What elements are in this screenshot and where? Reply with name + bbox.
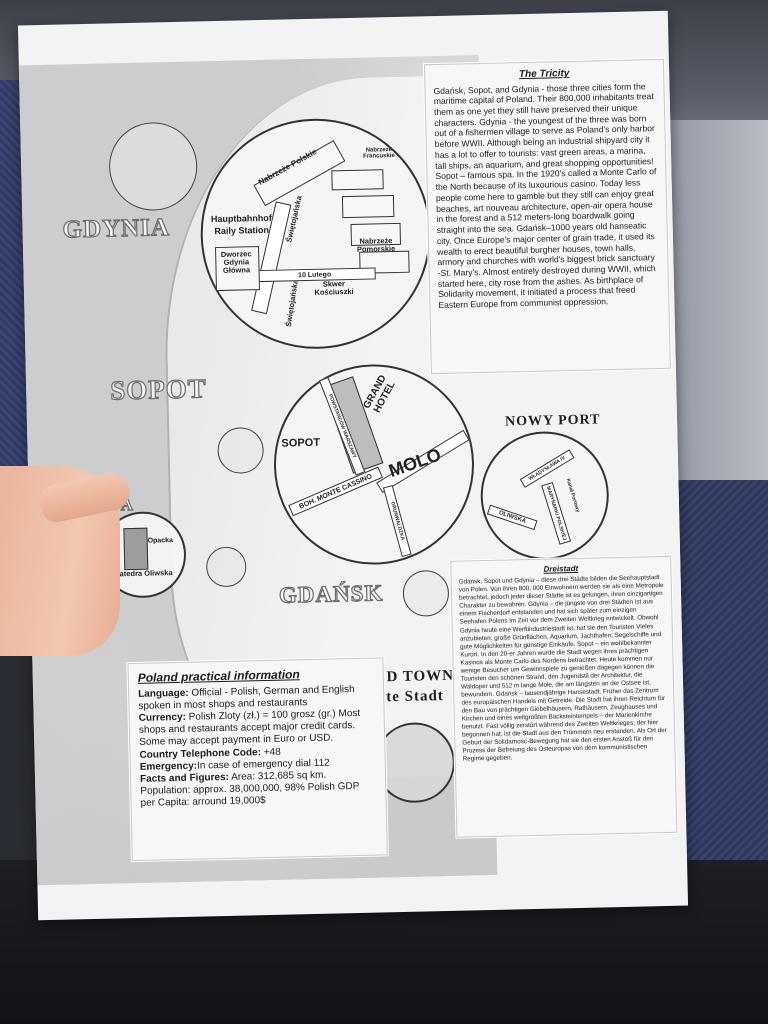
practical-title: Poland practical information: [137, 667, 300, 685]
label-kanal: Kanał Portowy: [564, 478, 581, 513]
cathedral-icon: [123, 527, 149, 571]
emergency-label: Emergency:: [139, 760, 198, 773]
language-label: Language:: [138, 687, 189, 700]
label-dworzec-gdynia: Dworzec Gdynia Główna: [220, 249, 252, 275]
label-opacka: Opacka: [147, 537, 174, 545]
practical-info-box: Poland practical information Language: O…: [127, 657, 388, 862]
label-grunwaldzka: GRUNWALDZKA: [389, 501, 406, 541]
facts-label: Facts and Figures:: [139, 771, 230, 785]
street-oliwska: OLIWSKA: [486, 504, 538, 531]
label-skwer-kosciuszki: Skwer Kościuszki: [314, 279, 354, 297]
label-hauptbahnhof: Hauptbahnhof: [210, 212, 272, 225]
tourist-map-leaflet: GDYNIA SOPOT GDAŃSK IWA NOWY PORT OLD TO…: [17, 10, 689, 921]
street-monte-cassino: BOH. MONTE CASSINO: [288, 466, 383, 517]
label-grand-hotel: GRAND HOTEL: [361, 373, 398, 415]
label-sopot: SOPOT: [281, 436, 321, 450]
label-oliwska: OLIWSKA: [497, 510, 527, 525]
city-label-gdynia: GDYNIA: [62, 213, 171, 244]
label-swietojanska-bottom: Świętojańska: [283, 279, 300, 328]
pier-block: [341, 195, 395, 219]
tricity-info-box: The Tricity Gdańsk, Sopot, and Gdynia - …: [423, 58, 671, 375]
label-wladyslawa: WŁADYSŁAWA IV: [527, 455, 567, 483]
dreistadt-info-box: Dreistadt Gdańsk, Sopot und Gdynia – die…: [450, 555, 678, 838]
label-monte-cassino: BOH. MONTE CASSINO: [298, 472, 374, 511]
label-nabrzeze-francuskie: Nabrzeże Francuskie: [363, 147, 395, 160]
label-nabrzeze-pomorskie: Nabrzeże Pomorskie: [356, 236, 396, 254]
dreistadt-text: Gdańsk, Sopot und Gdynia – diese drei St…: [458, 574, 667, 763]
phone-text: +48: [263, 746, 281, 758]
tricity-text: Gdańsk, Sopot, and Gdynia - those three …: [433, 80, 657, 311]
currency-label: Currency:: [138, 711, 187, 724]
city-label-sopot: SOPOT: [109, 373, 208, 406]
label-marynarki: MARYNARKI POLSKIEJ: [544, 485, 568, 542]
pier-block: [331, 169, 384, 191]
street-grunwaldzka: GRUNWALDZKA: [382, 484, 412, 558]
label-10-lutego: 10 Lutego: [298, 270, 332, 279]
city-label-nowy-port: NOWY PORT: [504, 412, 601, 430]
label-railway-station: Raily Station: [214, 224, 269, 237]
city-label-gdansk: GDAŃSK: [278, 580, 384, 609]
label-molo: MOLO: [386, 444, 444, 481]
street-marynarki: MARYNARKI POLSKIEJ: [541, 482, 572, 545]
